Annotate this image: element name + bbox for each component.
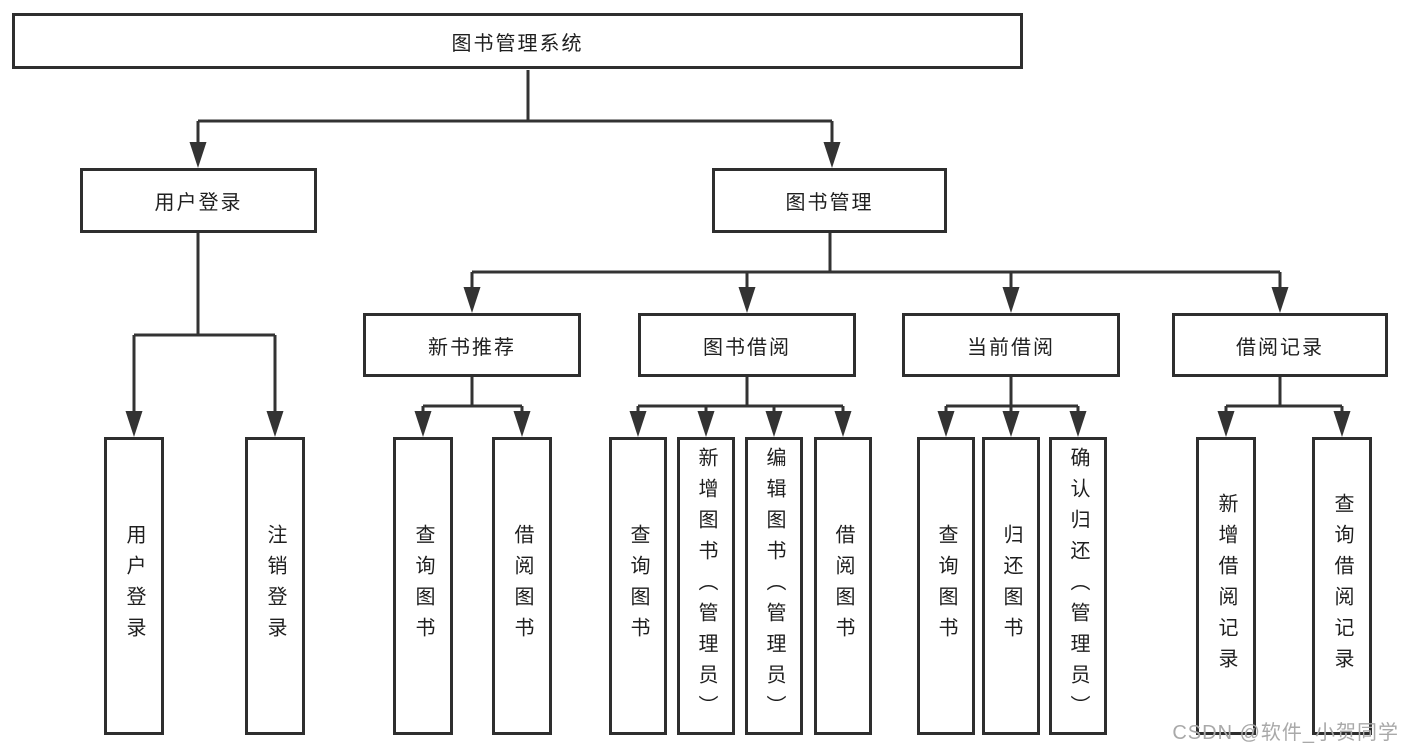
leaf-edit-books-admin: 编辑图书（管理员）: [745, 437, 803, 735]
leaf-borrow-query-books: 查询图书: [609, 437, 667, 735]
leaf-logout: 注销登录: [245, 437, 305, 735]
node-book-management: 图书管理: [712, 168, 947, 233]
leaf-add-books-admin: 新增图书（管理员）: [677, 437, 735, 735]
arrowheads: [125, 142, 1351, 437]
leaf-borrow-books: 借阅图书: [814, 437, 872, 735]
node-borrow-record: 借阅记录: [1172, 313, 1388, 377]
node-book-borrow: 图书借阅: [638, 313, 856, 377]
leaf-query-borrow-record: 查询借阅记录: [1312, 437, 1372, 735]
leaf-confirm-return-admin: 确认归还（管理员）: [1049, 437, 1107, 735]
leaf-add-borrow-record: 新增借阅记录: [1196, 437, 1256, 735]
leaf-return-books: 归还图书: [982, 437, 1040, 735]
leaf-newbook-query-books: 查询图书: [393, 437, 453, 735]
leaf-newbook-borrow-books: 借阅图书: [492, 437, 552, 735]
leaf-user-login: 用户登录: [104, 437, 164, 735]
csdn-watermark: CSDN @软件_小贺同学: [1172, 722, 1399, 744]
node-current-borrow: 当前借阅: [902, 313, 1120, 377]
node-new-book-recommend: 新书推荐: [363, 313, 581, 377]
node-user-login: 用户登录: [80, 168, 317, 233]
node-root-library-system: 图书管理系统: [12, 13, 1023, 69]
leaf-current-query-books: 查询图书: [917, 437, 975, 735]
